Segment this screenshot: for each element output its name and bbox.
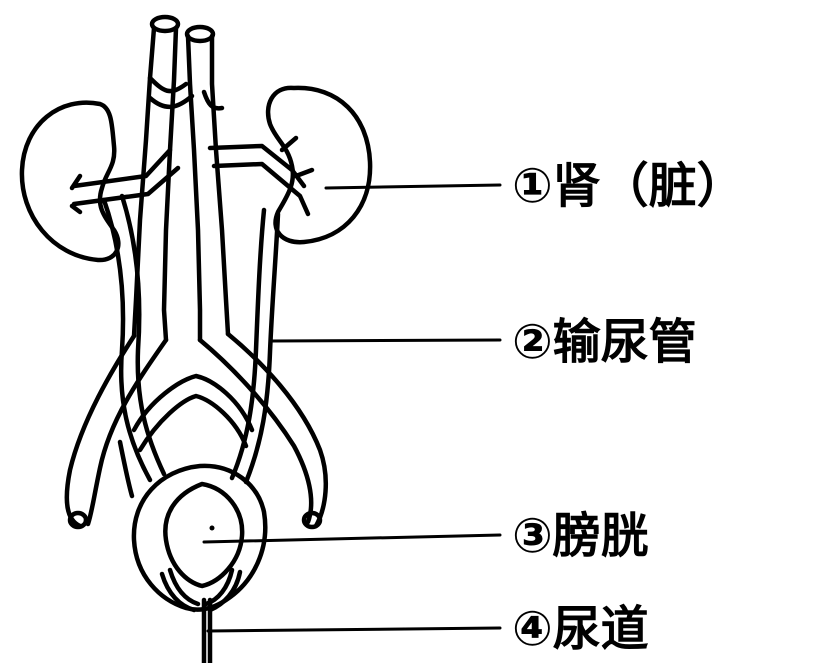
aorta bbox=[131, 25, 179, 343]
bladder-lower-folds bbox=[159, 567, 243, 613]
leader-line-urethra bbox=[206, 626, 502, 633]
aorta-top bbox=[149, 14, 181, 34]
right-iliac-branch bbox=[197, 331, 328, 529]
left-renal-vessels bbox=[69, 147, 181, 215]
left-iliac-end bbox=[67, 510, 89, 530]
left-iliac-inner bbox=[117, 439, 135, 499]
right-iliac-end bbox=[301, 510, 323, 530]
label-bladder: ③膀胱 bbox=[512, 508, 649, 564]
vena-cava-top bbox=[184, 24, 216, 44]
left-iliac-branch bbox=[64, 333, 169, 529]
label-ureter: ②输尿管 bbox=[512, 314, 697, 370]
bladder-inner bbox=[163, 481, 245, 589]
inner-iliac-branches bbox=[131, 373, 255, 453]
leader-line-kidney bbox=[324, 183, 502, 190]
upper-vessel-twists bbox=[147, 75, 225, 111]
vena-cava bbox=[185, 33, 231, 343]
label-kidney: ①肾（脏） bbox=[512, 158, 745, 214]
label-urethra: ④尿道 bbox=[512, 601, 649, 657]
leader-line-bladder bbox=[202, 533, 502, 544]
right-renal-vessels bbox=[207, 135, 315, 217]
leader-line-ureter bbox=[268, 338, 502, 343]
bladder-center-dot bbox=[209, 525, 215, 531]
